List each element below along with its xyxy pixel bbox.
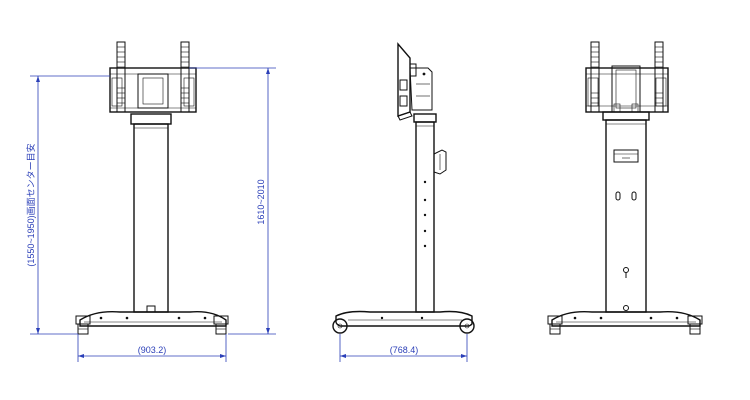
front-width-label: (903.2)	[138, 345, 167, 355]
dim-overall-height: 1610~2010	[189, 67, 276, 335]
rear-mount-plate	[585, 65, 669, 113]
front-column	[130, 113, 172, 313]
side-caster-left	[332, 318, 348, 334]
rear-vesa-rails	[590, 41, 664, 113]
side-caster-right	[459, 318, 475, 334]
dim-screen-center-height: (1550~1950)画面センター目安	[25, 75, 110, 335]
front-view	[75, 41, 229, 335]
front-vesa-rails	[116, 41, 190, 113]
rear-caster-right	[687, 315, 703, 335]
side-column	[413, 113, 447, 313]
rear-caster-left	[547, 315, 563, 335]
rear-view	[547, 41, 703, 335]
rear-base	[551, 310, 701, 327]
front-caster-left	[75, 315, 91, 335]
screen-center-height-label: (1550~1950)画面センター目安	[25, 143, 36, 266]
front-caster-right	[213, 315, 229, 335]
side-view	[332, 42, 475, 334]
overall-height-label: 1610~2010	[256, 179, 266, 224]
rear-column	[602, 111, 650, 313]
side-width-label: (768.4)	[390, 345, 419, 355]
dim-front-width: (903.2)	[77, 334, 227, 362]
front-mount-plate	[109, 67, 197, 113]
dim-side-width: (768.4)	[339, 334, 468, 362]
side-base	[335, 310, 473, 327]
front-base	[79, 310, 227, 327]
side-tilt-bracket	[397, 42, 433, 121]
